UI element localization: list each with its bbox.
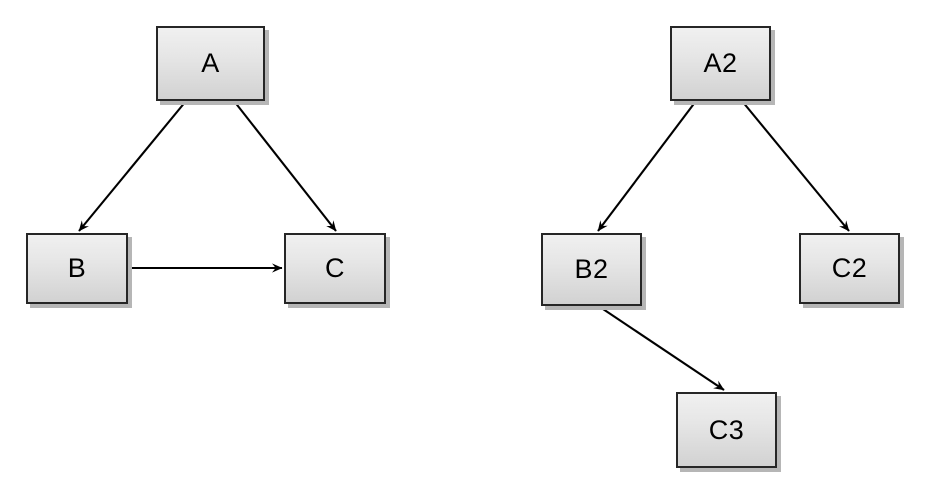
edge-a-to-b xyxy=(78,100,187,232)
node-label: C3 xyxy=(708,414,745,445)
node-c3[interactable]: C3 xyxy=(676,392,777,468)
node-label: A2 xyxy=(703,48,738,78)
edge-a-to-c xyxy=(233,100,337,232)
node-a2[interactable]: A2 xyxy=(670,26,771,101)
edge-b2-to-c3 xyxy=(599,306,725,391)
node-label: A xyxy=(201,48,220,78)
node-a[interactable]: A xyxy=(156,26,265,101)
node-label: C2 xyxy=(831,253,868,283)
node-label: C xyxy=(325,253,345,283)
edge-a2-to-c2 xyxy=(741,100,850,232)
node-label: B xyxy=(67,253,87,283)
node-c2[interactable]: C2 xyxy=(799,233,900,304)
node-c[interactable]: C xyxy=(284,233,386,304)
node-b[interactable]: B xyxy=(26,233,128,304)
node-label: B2 xyxy=(574,254,609,284)
node-b2[interactable]: B2 xyxy=(541,233,642,306)
edge-a2-to-b2 xyxy=(597,100,697,232)
